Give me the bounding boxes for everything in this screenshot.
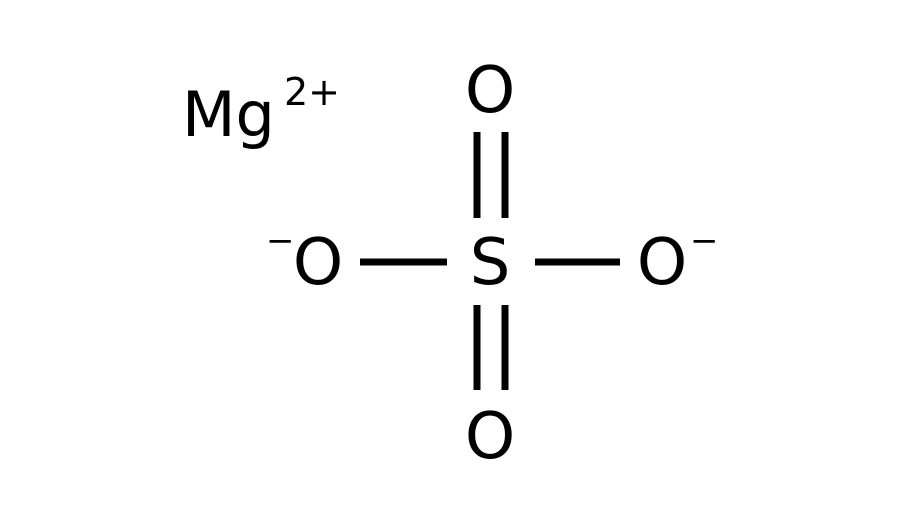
left-oxygen-charge: − <box>266 221 295 261</box>
sulfur-atom: S <box>470 226 511 300</box>
top-oxygen: O <box>465 54 515 128</box>
right-oxygen-charge: − <box>690 221 719 261</box>
right-oxygen: O <box>637 226 687 300</box>
magnesium-symbol: Mg <box>182 78 275 151</box>
magnesium-charge: 2+ <box>284 70 340 114</box>
left-oxygen: O <box>293 226 343 300</box>
bottom-oxygen: O <box>465 400 515 474</box>
